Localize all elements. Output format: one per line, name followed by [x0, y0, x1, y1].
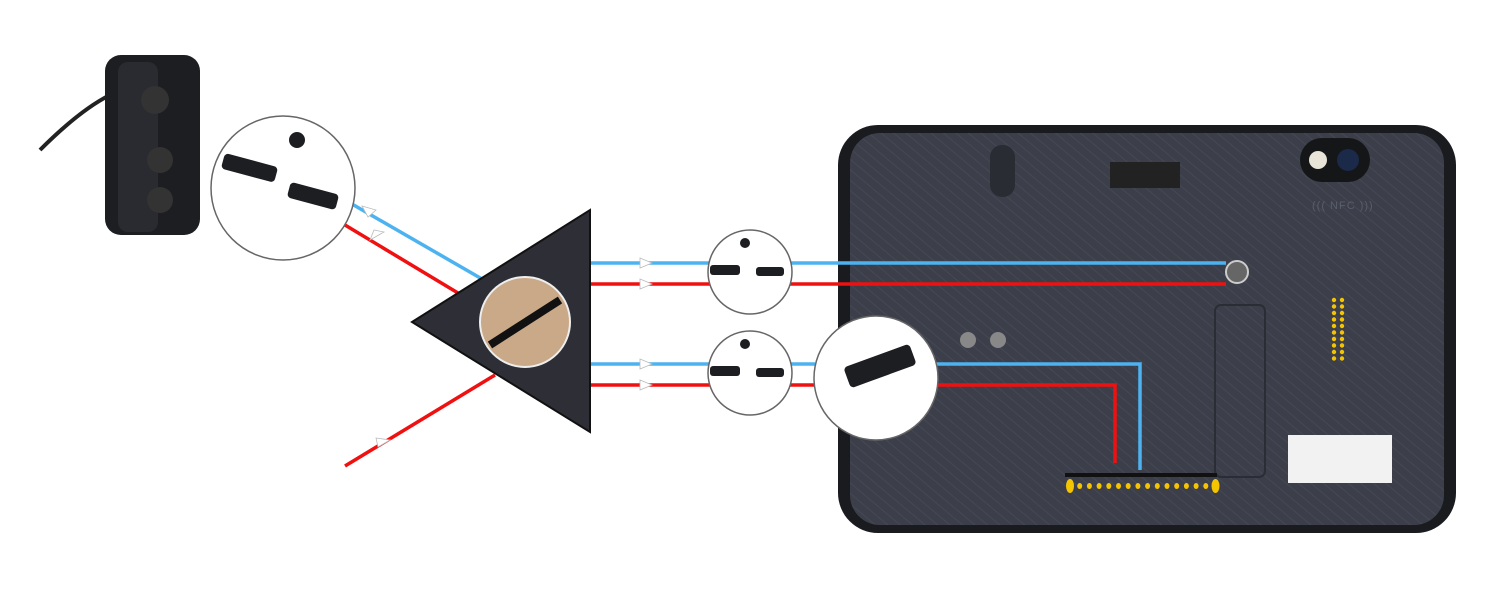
pogo-pin	[1339, 317, 1345, 322]
pogo-pin	[1174, 483, 1180, 489]
direction-arrows	[361, 205, 654, 448]
pogo-pin	[1331, 356, 1337, 361]
pogo-pin	[1331, 297, 1337, 303]
side-pogo-pins	[1331, 297, 1345, 361]
pogo-pin	[1154, 483, 1160, 489]
pogo-pin	[1203, 483, 1209, 489]
pogo-pin	[1339, 343, 1345, 348]
pogo-pin	[1331, 304, 1337, 309]
pogo-pin	[1164, 483, 1170, 489]
pogo-pin	[1339, 330, 1345, 335]
headset-connector-closeup	[210, 115, 356, 261]
pogo-pin	[1116, 483, 1121, 489]
pogo-pin	[1339, 356, 1345, 361]
pogo-pin	[1331, 343, 1337, 348]
pogo-pin	[1339, 297, 1345, 303]
pogo-pin	[1331, 336, 1337, 342]
connector-closeup-bottom	[707, 330, 793, 416]
pogo-pin	[1339, 336, 1345, 342]
connector-closeup-top	[707, 229, 793, 315]
pogo-pin	[1331, 317, 1337, 322]
pogo-pin	[1145, 483, 1151, 489]
pogo-pin	[1193, 483, 1199, 489]
pogo-pin	[1125, 483, 1131, 489]
pogo-pin	[1331, 323, 1337, 329]
pogo-pin-connector	[1066, 479, 1220, 493]
pogo-pin	[1106, 483, 1112, 489]
nfc-label: ((( NFC )))	[1312, 200, 1374, 212]
pogo-pin	[1331, 310, 1337, 316]
pogo-pin	[1066, 479, 1074, 493]
pogo-pin	[1339, 323, 1345, 329]
pogo-pin	[1331, 349, 1337, 355]
pogo-pin	[1339, 349, 1345, 355]
pogo-pin	[1183, 483, 1189, 489]
pogo-pin	[1096, 483, 1102, 489]
pogo-pin	[1077, 483, 1083, 489]
round-port	[1225, 260, 1249, 284]
pogo-pin	[1211, 479, 1220, 493]
signal-lines	[344, 198, 1226, 470]
rugged-tablet	[838, 125, 1456, 533]
ptt-controller-image	[38, 55, 200, 235]
pogo-pin	[1086, 483, 1092, 489]
pogo-pin	[1331, 330, 1337, 335]
pogo-pin	[1339, 304, 1345, 309]
pogo-pin	[1135, 483, 1141, 489]
pogo-pin	[1339, 310, 1345, 316]
